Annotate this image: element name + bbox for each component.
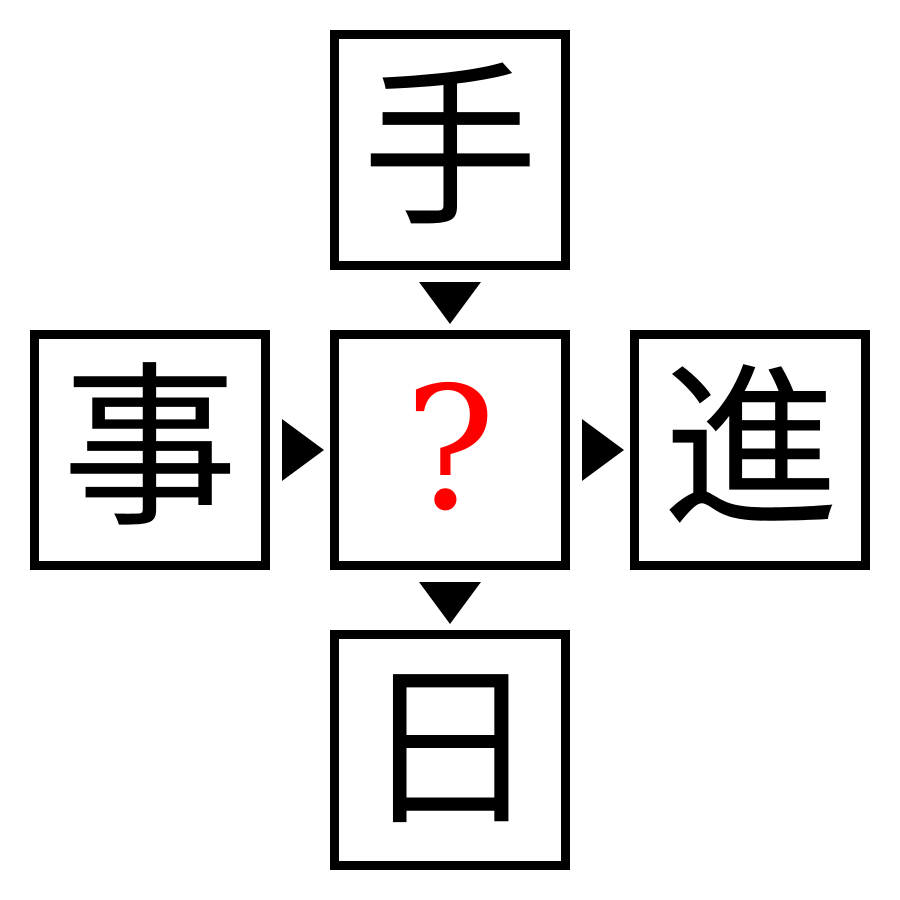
top-kanji-cell[interactable]: 手 (330, 30, 570, 270)
bottom-kanji: 日 (361, 647, 538, 852)
right-kanji-cell[interactable]: 進 (630, 330, 870, 570)
arrow-down-icon (419, 582, 481, 624)
right-kanji: 進 (661, 347, 838, 552)
bottom-kanji-cell[interactable]: 日 (330, 630, 570, 870)
top-kanji: 手 (361, 47, 538, 252)
answer-cell[interactable]: ? (330, 330, 570, 570)
arrow-down-icon (419, 282, 481, 324)
arrow-right-icon (282, 419, 324, 481)
arrow-right-icon (582, 419, 624, 481)
left-kanji: 事 (61, 347, 238, 552)
left-kanji-cell[interactable]: 事 (30, 330, 270, 570)
question-mark: ? (404, 351, 496, 549)
